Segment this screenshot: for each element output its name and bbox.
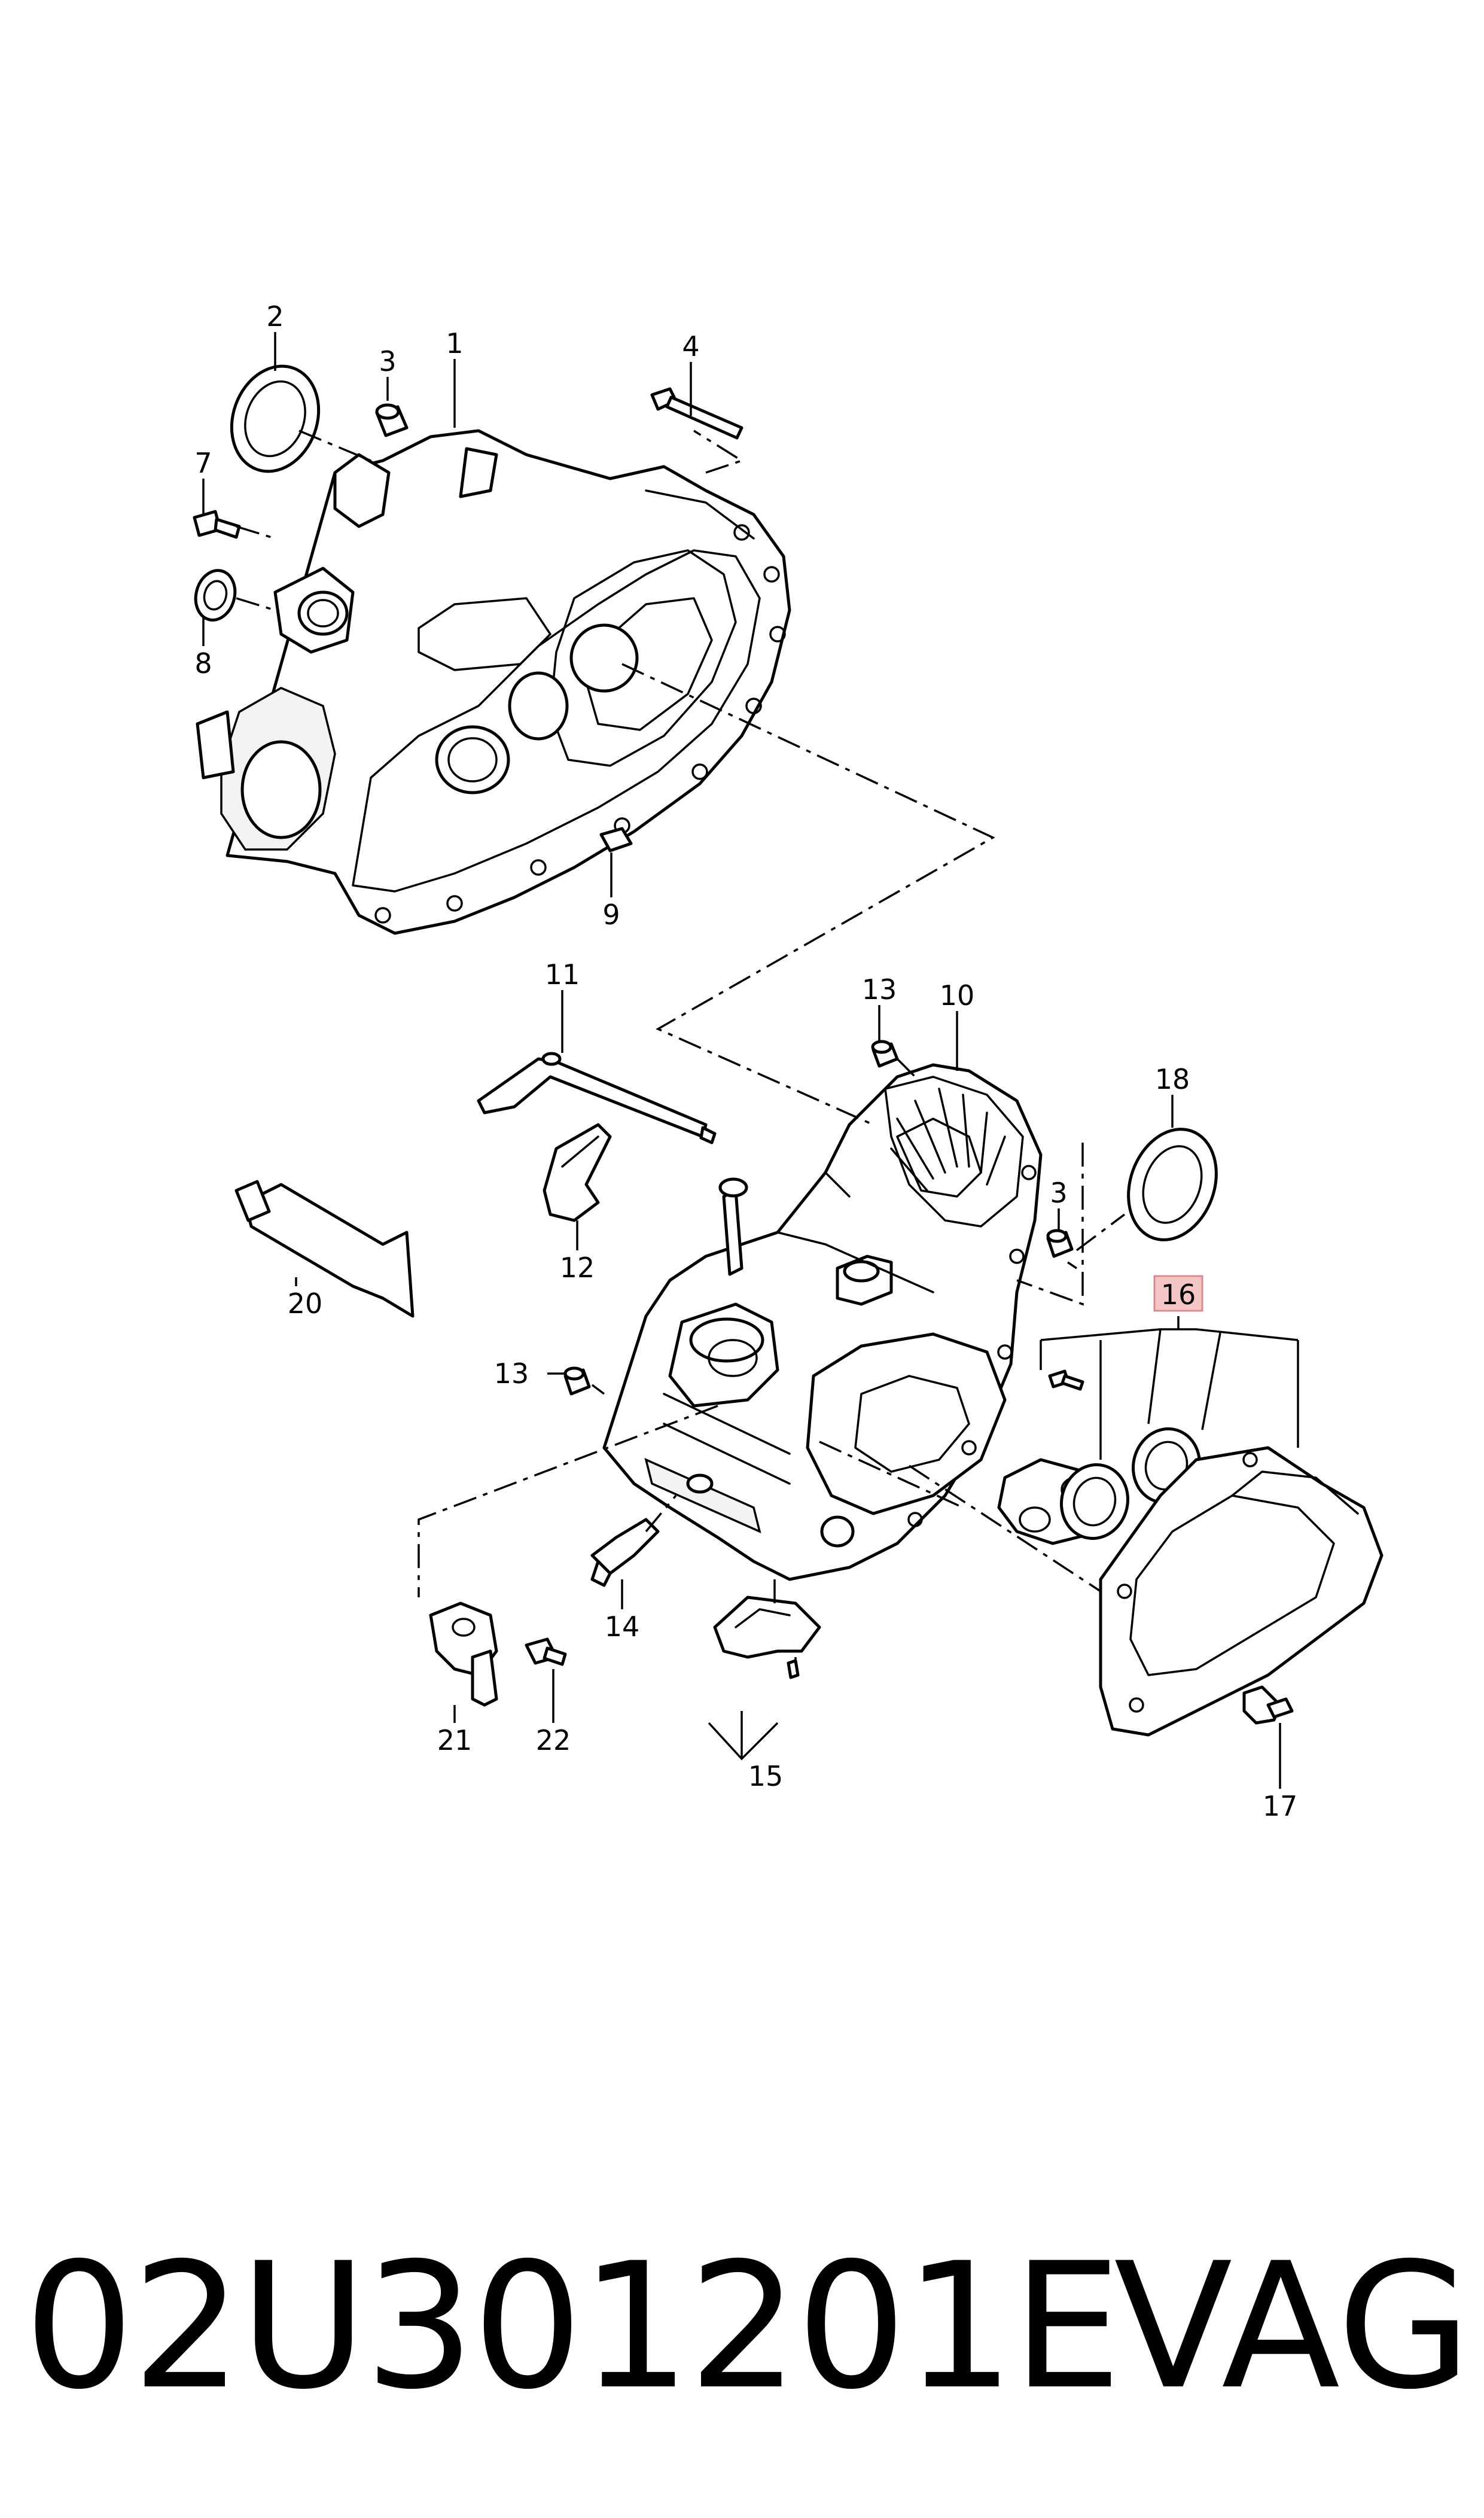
plug-part-13-upper — [871, 1040, 899, 1068]
seal-part-8 — [194, 569, 237, 622]
callout-12: 12 — [560, 1252, 595, 1284]
callout-22: 22 — [536, 1724, 571, 1756]
callout-9: 9 — [602, 899, 620, 931]
plug-part-3-lower — [1046, 1229, 1074, 1258]
gear-cover-part-16 — [1099, 1446, 1384, 1737]
brand-name: VAG — [1114, 2226, 1471, 2428]
gearbox-housing-part-10 — [602, 1063, 1043, 1581]
bolt-part-16 — [1048, 1369, 1084, 1391]
plug-part-13-lower — [563, 1366, 591, 1396]
footer: 02U301201E VAG — [24, 2213, 1471, 2441]
callout-17: 17 — [1263, 1790, 1298, 1822]
bolt-part-17 — [1242, 1685, 1294, 1725]
plug-part-3-upper — [375, 403, 409, 437]
callout-1: 1 — [446, 327, 463, 360]
seal-part-18 — [1127, 1128, 1218, 1241]
callout-18: 18 — [1155, 1063, 1190, 1095]
callout-7: 7 — [194, 447, 212, 479]
leader-lines — [202, 332, 1299, 1789]
sensor-part-14 — [590, 1518, 660, 1587]
callout-13-upper: 13 — [862, 973, 897, 1006]
screw-part-7 — [193, 510, 241, 539]
callout-8: 8 — [194, 647, 212, 680]
clutch-housing-part-1 — [196, 429, 791, 935]
callout-20: 20 — [288, 1287, 323, 1320]
lever-part-12 — [543, 1123, 612, 1222]
bolt-part-4 — [650, 387, 743, 440]
callout-16-highlight — [1153, 1275, 1203, 1312]
bolt-part-22 — [525, 1637, 567, 1666]
callout-14: 14 — [605, 1610, 640, 1643]
plate-part-15 — [713, 1596, 821, 1679]
part-number: 02U301201E — [24, 2226, 1122, 2428]
callout-11: 11 — [545, 958, 580, 991]
sealant-tube-part-20 — [234, 1180, 415, 1318]
callout-labels: 1 2 3 4 7 8 9 11 13 10 3 18 12 20 16 13 … — [194, 300, 1297, 1822]
callout-13-lower: 13 — [494, 1357, 529, 1390]
bush-part-9 — [599, 827, 633, 852]
callout-3-upper: 3 — [379, 345, 396, 377]
callout-15: 15 — [748, 1760, 784, 1792]
callout-21: 21 — [437, 1724, 473, 1756]
callout-10: 10 — [940, 979, 975, 1012]
shift-rod-part-11 — [477, 1052, 717, 1144]
bracket-part-21 — [429, 1601, 498, 1707]
callout-3-lower: 3 — [1050, 1177, 1067, 1209]
assembly-lines — [236, 430, 1126, 1663]
callout-16: 16 — [1161, 1278, 1196, 1311]
callout-4: 4 — [682, 330, 699, 363]
callout-2: 2 — [266, 300, 284, 333]
shaft-seal-part-2 — [230, 364, 321, 473]
